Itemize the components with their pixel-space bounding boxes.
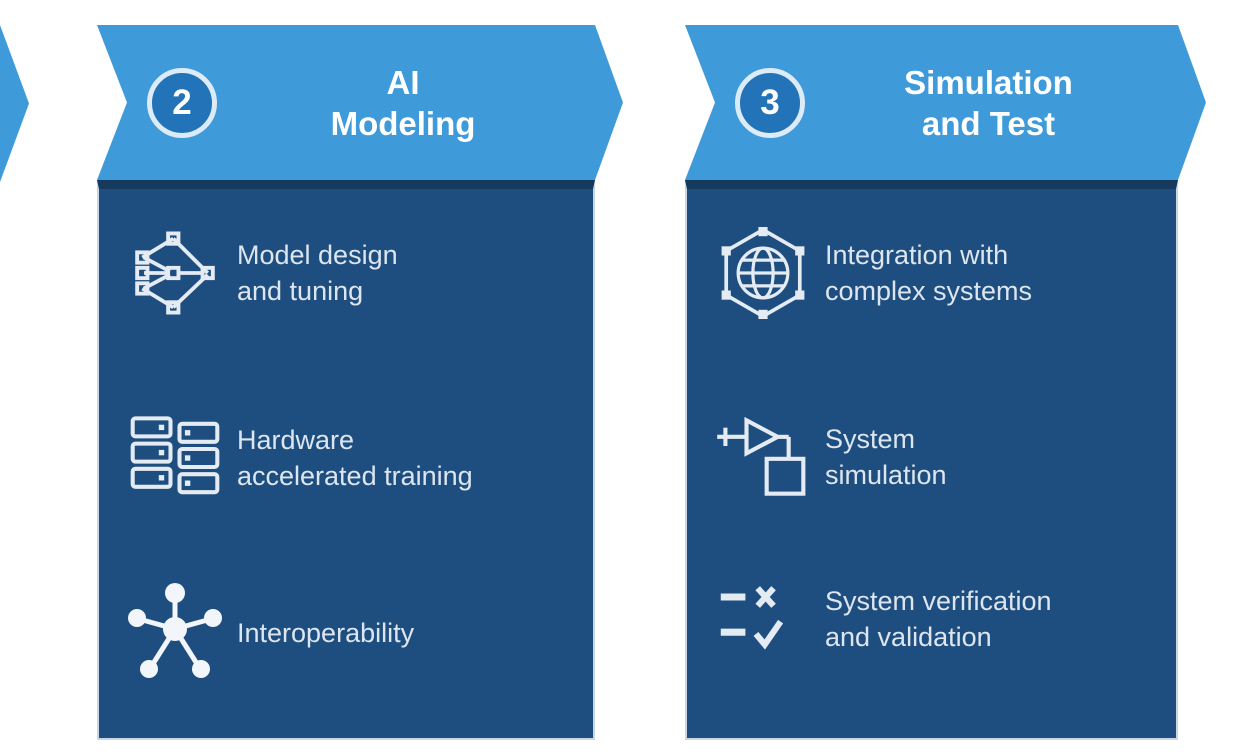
list-item: Model design and tuning [125,225,583,321]
hub-spoke-icon [125,581,225,685]
item-label: Model design and tuning [237,237,398,309]
list-item: Interoperability [125,581,583,685]
item-label-line: Interoperability [237,618,415,648]
list-item: System simulation [713,413,1166,501]
item-label-line: complex systems [825,276,1033,306]
item-label-line: System verification [825,586,1052,616]
neural-network-icon [125,225,225,321]
item-label-line: System [825,424,916,454]
step-number-badge: 2 [147,67,217,138]
previous-step-arrow-tip [0,25,29,182]
step-header: 3 Simulation and Test [685,25,1206,180]
item-label: Interoperability [237,615,414,651]
item-label: System verification and validation [825,583,1052,655]
list-item: Hardware accelerated training [125,413,583,503]
step-title-line: AI [386,63,420,101]
server-rack-icon [125,413,225,503]
step-number: 3 [760,82,780,122]
item-label-line: Hardware [237,425,355,455]
step-title-line: and Test [921,104,1056,142]
item-label: Hardware accelerated training [237,422,473,494]
item-label-line: Model design [237,240,398,270]
item-label: Integration with complex systems [825,237,1032,309]
step-title: AI Modeling [217,62,623,144]
step-body: Integration with complex systems [685,180,1178,740]
step-header: 2 AI Modeling [97,25,623,180]
item-label-line: Integration with [825,240,1009,270]
simulation-block-icon [713,413,813,501]
hexagon-network-icon [713,225,813,321]
step-panel-simulation-test: 3 Simulation and Test [685,25,1206,740]
item-label-line: and validation [825,622,992,652]
item-label-line: simulation [825,460,947,490]
list-item: System verification and validation [713,579,1166,659]
item-label: System simulation [825,421,947,493]
step-title-line: Simulation [904,63,1073,101]
step-number-badge: 3 [735,67,805,138]
item-label-line: and tuning [237,276,364,306]
step-title: Simulation and Test [805,62,1206,144]
step-title-line: Modeling [330,104,476,142]
step-panel-ai-modeling: 2 AI Modeling [97,25,623,740]
list-item: Integration with complex systems [713,225,1166,321]
step-body: Model design and tuning [97,180,595,740]
verification-check-icon [713,579,813,659]
item-label-line: accelerated training [237,461,473,491]
step-number: 2 [172,82,192,122]
